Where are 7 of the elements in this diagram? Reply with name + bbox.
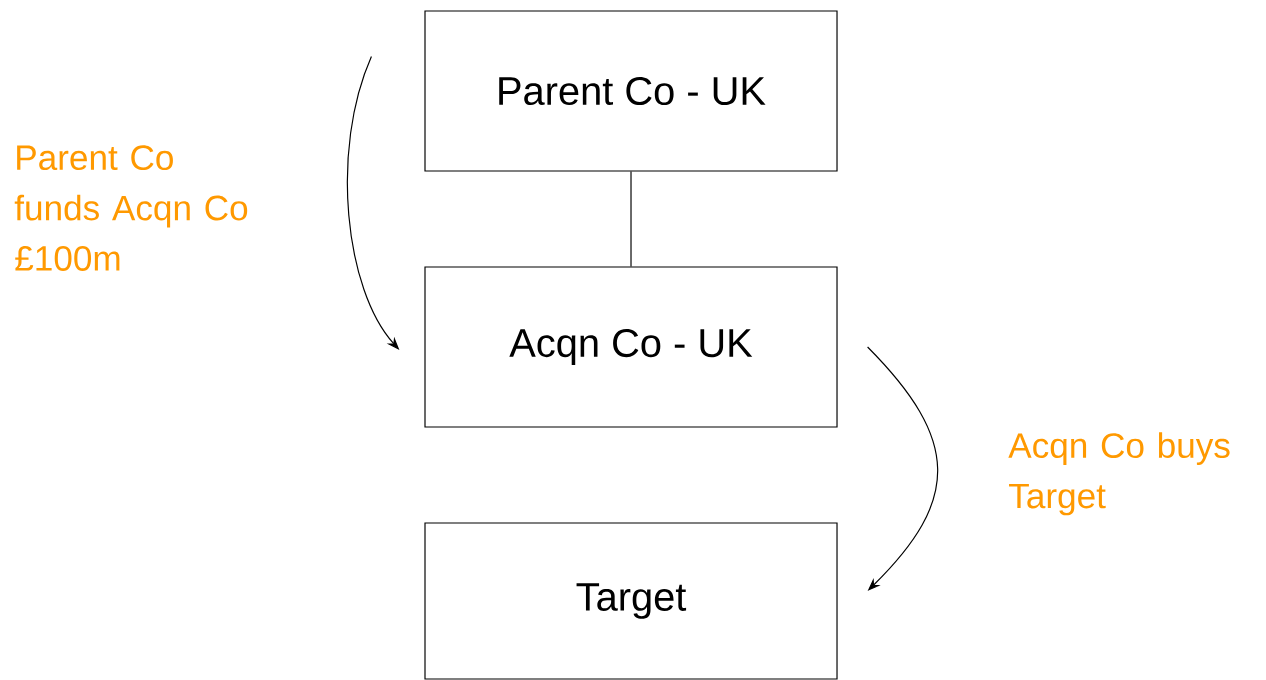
company-box: Target	[424, 522, 838, 680]
company-box: Parent Co - UK	[424, 10, 838, 172]
curved-arrow	[867, 346, 939, 591]
company-box: Acqn Co - UK	[424, 266, 838, 428]
connector-line	[630, 171, 632, 267]
edge-label: Parent Co funds Acqn Co £100m	[14, 145, 248, 271]
edge-label: Acqn Co buys Target	[1008, 432, 1230, 516]
